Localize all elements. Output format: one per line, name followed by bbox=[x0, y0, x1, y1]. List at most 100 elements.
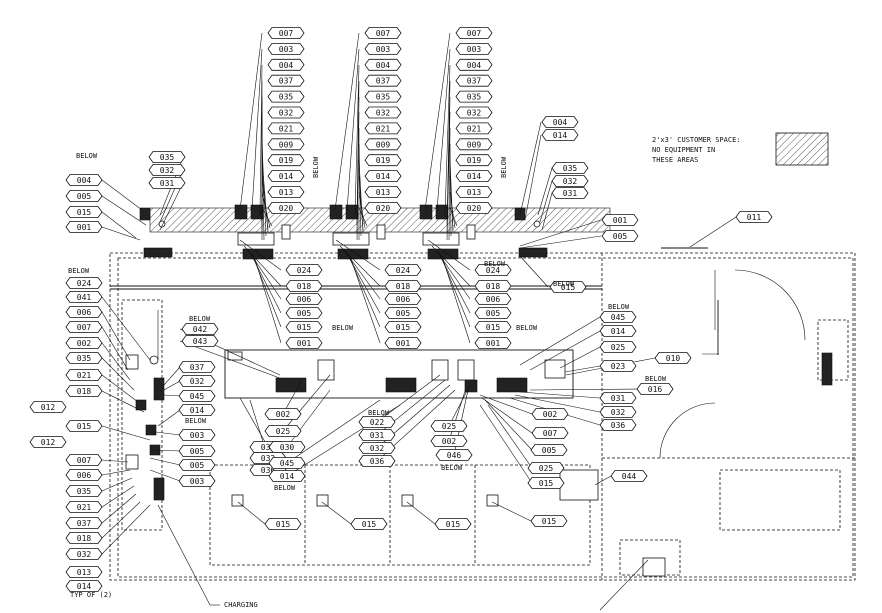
leader-line bbox=[261, 143, 267, 237]
tag-outline bbox=[178, 459, 216, 471]
tag-callout-021: 021 bbox=[455, 122, 493, 135]
tag-label: 013 bbox=[77, 568, 92, 577]
tag-outline bbox=[268, 457, 306, 469]
leader-line bbox=[519, 235, 602, 249]
tag-label: 004 bbox=[77, 176, 92, 185]
tag-label: 037 bbox=[467, 77, 482, 86]
tag-outline bbox=[455, 58, 493, 71]
tag-label: 007 bbox=[467, 29, 482, 38]
tag-outline bbox=[267, 74, 305, 87]
tag-label: 032 bbox=[190, 377, 205, 386]
tag-outline bbox=[267, 58, 305, 71]
tag-callout-010: 010 bbox=[654, 352, 692, 364]
tag-outline bbox=[285, 321, 323, 333]
tag-outline bbox=[384, 337, 422, 349]
tag-callout-023: 023 bbox=[599, 360, 637, 372]
tag-outline bbox=[65, 306, 103, 318]
tag-callout-014: 014 bbox=[65, 580, 103, 592]
tag-outline bbox=[455, 186, 493, 198]
tag-label: 004 bbox=[553, 118, 568, 127]
tag-label: 015 bbox=[561, 283, 576, 292]
tag-label: 021 bbox=[279, 124, 294, 133]
leader-line bbox=[163, 394, 181, 397]
tag-label: 007 bbox=[376, 29, 391, 38]
leader-line bbox=[163, 380, 181, 391]
tag-outline bbox=[474, 307, 512, 319]
tag-outline bbox=[430, 435, 468, 447]
leader-line bbox=[491, 501, 532, 522]
tag-outline bbox=[455, 170, 493, 183]
tag-label: 015 bbox=[276, 520, 291, 529]
legend-line-3: THESE AREAS bbox=[652, 156, 698, 164]
tag-label: 018 bbox=[77, 387, 92, 396]
tag-callout-032: 032 bbox=[455, 106, 493, 119]
tag-label: 032 bbox=[279, 109, 294, 118]
tag-callout-031: 031 bbox=[599, 392, 637, 404]
tag-outline bbox=[599, 392, 637, 404]
tag-label: 035 bbox=[467, 93, 482, 102]
tag-outline bbox=[267, 43, 305, 55]
tag-callout-022: 022 bbox=[358, 416, 396, 428]
tag-outline bbox=[636, 383, 674, 395]
tag-label: 015 bbox=[396, 323, 411, 332]
end-station-keyboard-1 bbox=[143, 247, 173, 258]
tag-callout-018: 018 bbox=[65, 532, 103, 544]
station-monitor-1a bbox=[234, 204, 248, 220]
tag-outline bbox=[267, 154, 305, 167]
tag-callout-007: 007 bbox=[455, 27, 493, 39]
tag-label: 005 bbox=[613, 232, 628, 241]
tag-callout-024: 024 bbox=[384, 264, 422, 276]
tag-label: 025 bbox=[539, 464, 554, 473]
tag-label: 014 bbox=[279, 172, 294, 181]
tag-label: 014 bbox=[280, 472, 295, 481]
left-station-outline bbox=[121, 299, 163, 531]
tag-label: 037 bbox=[279, 77, 294, 86]
below-note: BELOW bbox=[484, 260, 506, 268]
leader-line bbox=[286, 389, 331, 448]
tag-label: 036 bbox=[261, 466, 276, 475]
leader-line bbox=[101, 179, 143, 211]
tag-label: 021 bbox=[77, 503, 92, 512]
tag-callout-009: 009 bbox=[455, 138, 493, 151]
tag-callout-004: 004 bbox=[541, 116, 579, 128]
tag-outline bbox=[474, 293, 512, 305]
tag-callout-013: 013 bbox=[364, 186, 402, 198]
tag-callout-006: 006 bbox=[285, 293, 323, 305]
tag-callout-005: 005 bbox=[178, 445, 216, 457]
tag-callout-024: 024 bbox=[474, 264, 512, 276]
leader-line bbox=[239, 32, 263, 211]
island-equip-8 bbox=[464, 379, 478, 393]
tag-label: 004 bbox=[467, 61, 482, 70]
door-swing-2 bbox=[714, 269, 806, 341]
tag-callout-046: 046 bbox=[435, 449, 473, 461]
tag-label: 031 bbox=[611, 394, 626, 403]
tag-label: 015 bbox=[446, 520, 461, 529]
tag-callout-015: 015 bbox=[285, 321, 323, 333]
tag-label: 019 bbox=[279, 156, 294, 165]
tag-callout-004: 004 bbox=[455, 58, 493, 71]
leader-line bbox=[101, 485, 135, 508]
tag-label: 002 bbox=[442, 437, 457, 446]
tag-label: 015 bbox=[539, 479, 554, 488]
tag-label: 037 bbox=[376, 77, 391, 86]
leader-line bbox=[179, 340, 286, 381]
tag-label: 032 bbox=[160, 166, 175, 175]
end-station-keyboard-2 bbox=[518, 247, 548, 258]
tag-outline bbox=[65, 277, 103, 289]
leader-line bbox=[519, 255, 549, 288]
tag-label: 031 bbox=[563, 189, 578, 198]
tag-outline bbox=[65, 420, 103, 432]
leader-line bbox=[358, 207, 368, 227]
leader-line bbox=[101, 296, 151, 361]
tag-label: 024 bbox=[396, 266, 411, 275]
leader-line bbox=[157, 409, 181, 427]
right-equip bbox=[821, 352, 833, 386]
leader-line bbox=[594, 475, 612, 486]
tag-label: 014 bbox=[467, 172, 482, 181]
tag-label: 035 bbox=[77, 487, 92, 496]
floor-outlets bbox=[231, 494, 499, 507]
tag-callout-018: 018 bbox=[384, 280, 422, 292]
tag-callout-005: 005 bbox=[384, 307, 422, 319]
tag-outline bbox=[264, 408, 302, 420]
central-island bbox=[224, 349, 574, 399]
